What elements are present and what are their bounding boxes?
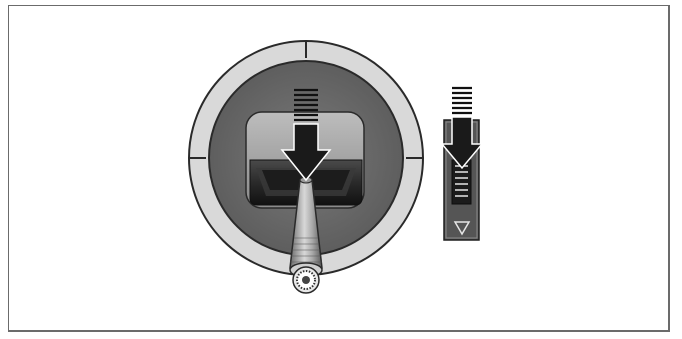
dial-tick-marks xyxy=(189,41,423,159)
push-down-arrow-icon xyxy=(280,88,332,182)
lever-handle-icon xyxy=(289,176,323,294)
down-triangle-icon xyxy=(453,221,471,236)
push-down-arrow-icon xyxy=(440,86,484,170)
